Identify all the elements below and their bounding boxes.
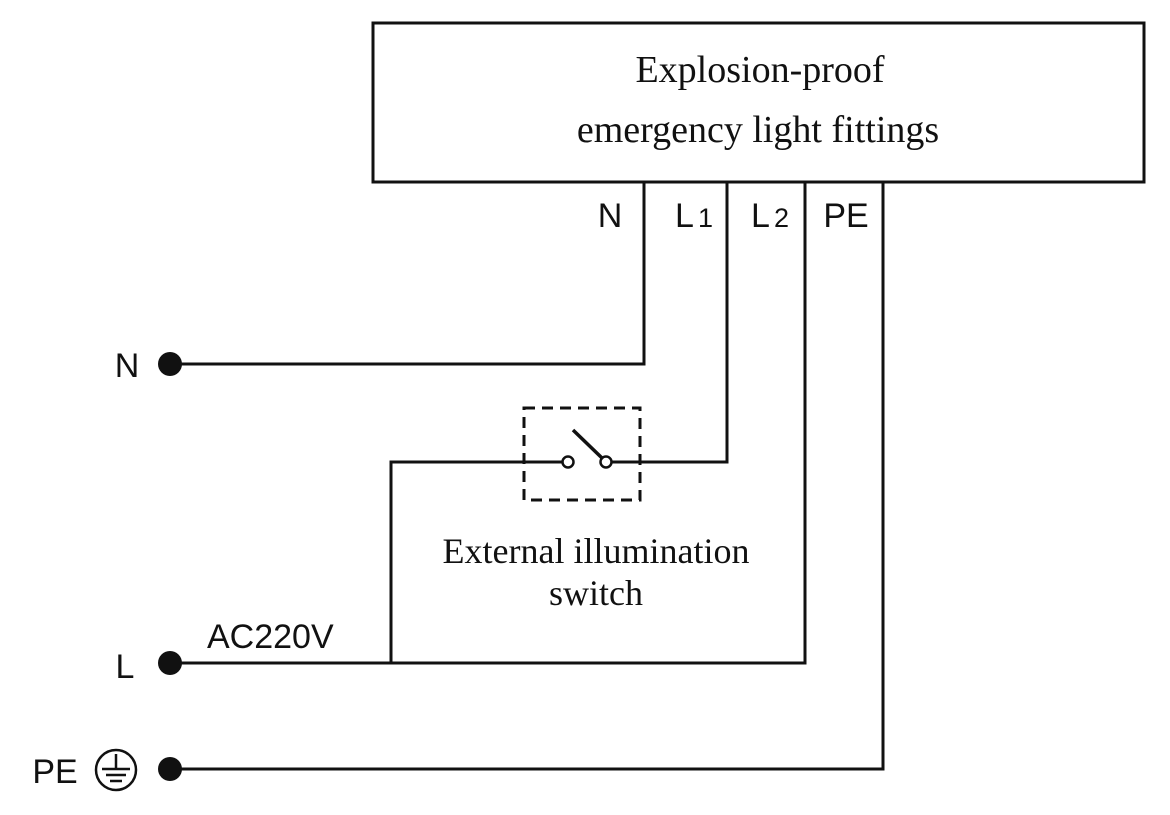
switch-icon (561, 428, 613, 469)
device-title-line1: Explosion-proof (635, 49, 884, 91)
supply-label-l: L (116, 648, 135, 686)
wire-l1-to-supply (389, 460, 566, 663)
terminal-label-l2: L 2 (751, 197, 789, 235)
terminal-label-l1: L 1 (675, 197, 713, 235)
terminal-label-pe: PE (823, 197, 868, 235)
wire-l2 (170, 182, 807, 665)
wire-n (170, 182, 646, 366)
supply-label-pe: PE (32, 753, 77, 791)
device-box (371, 21, 1146, 184)
terminal-label-n: N (598, 197, 623, 235)
supply-label-n: N (115, 347, 140, 385)
wire-pe (170, 182, 885, 771)
terminal-dot-l (158, 651, 182, 675)
ground-icon (94, 748, 138, 792)
svg-text:L: L (675, 197, 694, 235)
device-title-line2: emergency light fittings (577, 109, 939, 151)
switch-enclosure (522, 406, 642, 502)
switch-label-line1: External illumination (443, 531, 750, 571)
svg-text:L: L (751, 197, 770, 235)
svg-text:2: 2 (774, 203, 789, 233)
terminal-dot-n (158, 352, 182, 376)
wire-l1 (607, 182, 729, 464)
terminal-dot-pe (158, 757, 182, 781)
svg-text:1: 1 (698, 203, 713, 233)
supply-voltage-label: AC220V (207, 618, 334, 656)
switch-label-line2: switch (549, 573, 643, 613)
